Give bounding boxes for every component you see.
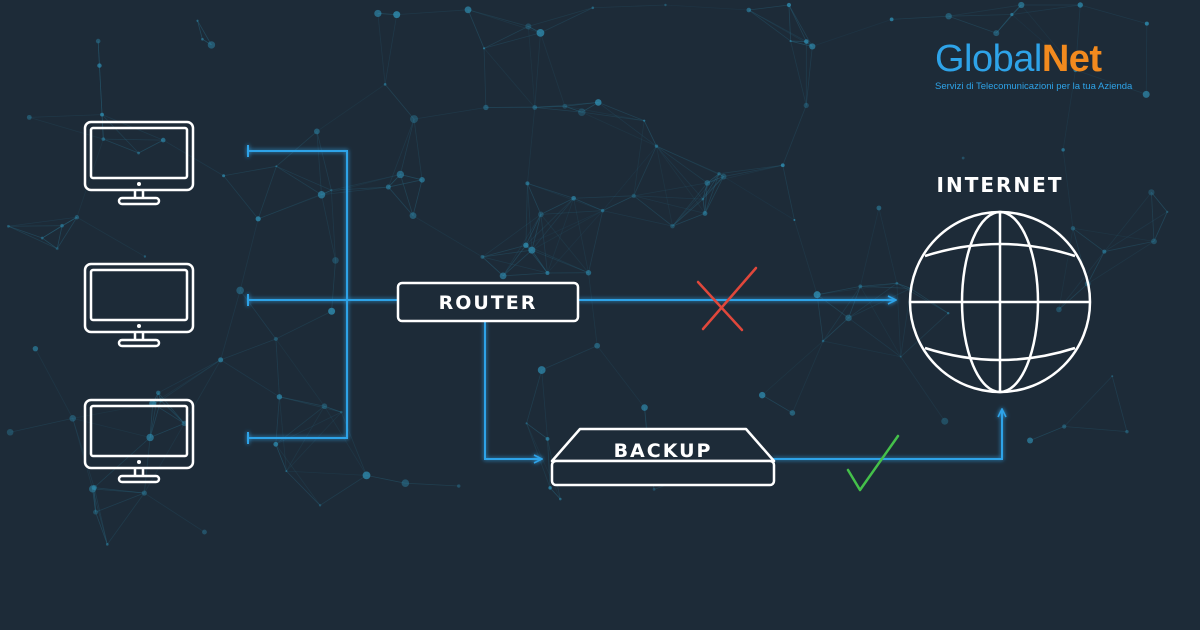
router-to-backup-link bbox=[484, 321, 541, 459]
logo-word-global: Global bbox=[935, 38, 1042, 80]
computer-icon bbox=[83, 120, 195, 206]
backup-label: BACKUP bbox=[614, 440, 713, 462]
logo-wordmark: GlobalNet bbox=[935, 38, 1175, 80]
background-network-dots bbox=[6, 1, 1169, 546]
globe-icon bbox=[908, 210, 1092, 394]
backup-to-internet-link bbox=[772, 410, 1002, 460]
x-mark-icon bbox=[696, 266, 758, 332]
computer-icon bbox=[83, 262, 195, 348]
check-mark-icon bbox=[846, 434, 900, 492]
backup-node: BACKUP bbox=[550, 427, 776, 487]
computers bbox=[83, 120, 195, 484]
pc1-link bbox=[248, 150, 348, 439]
logo-word-net: Net bbox=[1041, 38, 1102, 80]
globalnet-logo: GlobalNet Servizi di Telecomunicazioni p… bbox=[935, 38, 1175, 92]
connection-lines bbox=[247, 145, 1002, 460]
computer-icon bbox=[83, 398, 195, 484]
router-node: ROUTER bbox=[396, 281, 580, 323]
internet-label: INTERNET bbox=[937, 173, 1064, 197]
logo-tagline: Servizi di Telecomunicazioni per la tua … bbox=[935, 81, 1133, 92]
router-label: ROUTER bbox=[439, 292, 538, 314]
